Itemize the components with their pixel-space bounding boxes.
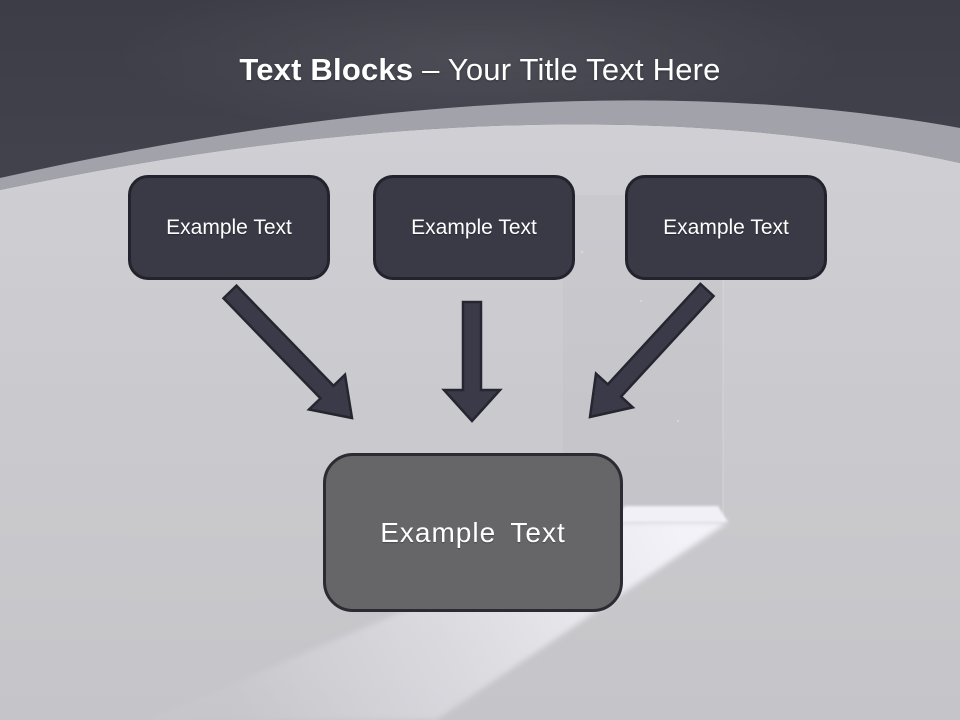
slide-title-rest: – Your Title Text Here — [413, 52, 721, 87]
text-block-1-label: Example Text — [166, 215, 292, 239]
result-block-label: Example Text — [380, 516, 566, 548]
arrow-from-block2-icon — [441, 300, 503, 423]
header-glow — [0, 0, 960, 200]
slide-title: Text Blocks – Your Title Text Here — [0, 50, 960, 90]
result-block: Example Text — [323, 453, 623, 612]
text-block-2-label: Example Text — [411, 215, 537, 239]
slide-title-bold: Text Blocks — [239, 52, 414, 87]
text-block-3-label: Example Text — [663, 215, 789, 239]
text-block-2: Example Text — [373, 175, 575, 280]
arrow-from-block3-icon — [588, 282, 716, 419]
text-block-1: Example Text — [128, 175, 330, 280]
floor-light-patch — [610, 506, 728, 522]
text-block-3: Example Text — [625, 175, 827, 280]
arrow-from-block1-icon — [221, 283, 354, 420]
